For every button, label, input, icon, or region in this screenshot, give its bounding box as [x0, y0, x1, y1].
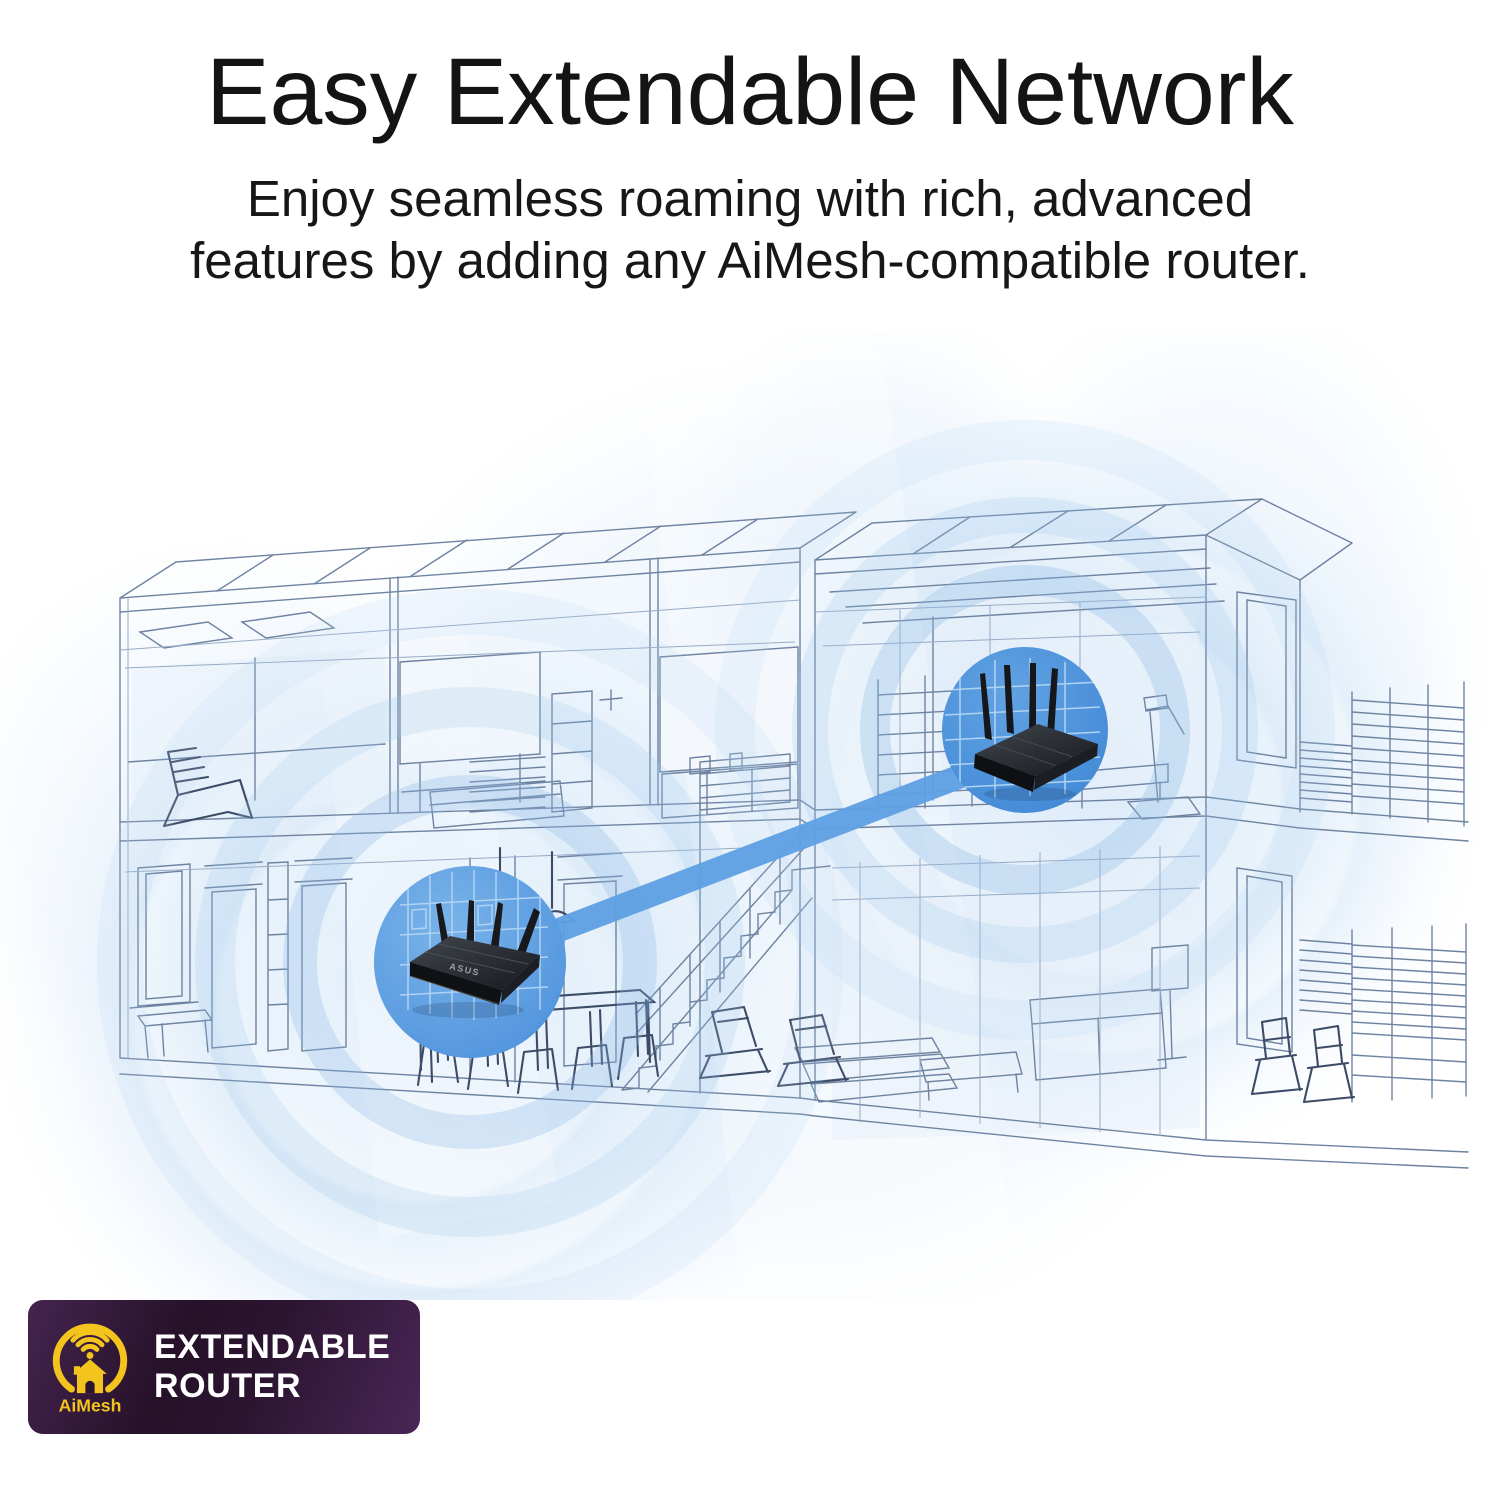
house-icon	[73, 1352, 107, 1394]
aimesh-ring	[52, 1323, 128, 1399]
extendable-router-badge: AiMesh EXTENDABLE ROUTER	[28, 1300, 420, 1434]
house-wireframe	[119, 498, 1469, 1169]
router-primary-icon: ASUS	[409, 900, 540, 1018]
wifi-link-beam	[515, 753, 995, 957]
house-illustration: ASUS	[0, 330, 1500, 1300]
page-subtitle: Enjoy seamless roaming with rich, advanc…	[0, 168, 1500, 292]
aimesh-logo-icon: AiMesh	[52, 1323, 128, 1415]
badge-title-line2: ROUTER	[154, 1367, 302, 1405]
page-title: Easy Extendable Network	[206, 39, 1294, 145]
badge-title: EXTENDABLE ROUTER	[154, 1328, 390, 1407]
subtitle-line-2: features by adding any AiMesh-compatible…	[190, 232, 1310, 290]
house-door	[85, 1380, 95, 1394]
subtitle-line-1: Enjoy seamless roaming with rich, advanc…	[246, 170, 1254, 227]
badge-title-line1: EXTENDABLE	[154, 1327, 391, 1366]
router-node-icon	[974, 663, 1098, 801]
aimesh-logo-label: AiMesh	[59, 1395, 122, 1415]
coverage-rings-primary	[97, 589, 843, 1300]
wifi-waves-icon	[70, 1330, 110, 1352]
coverage-rings-node	[715, 420, 1335, 1040]
